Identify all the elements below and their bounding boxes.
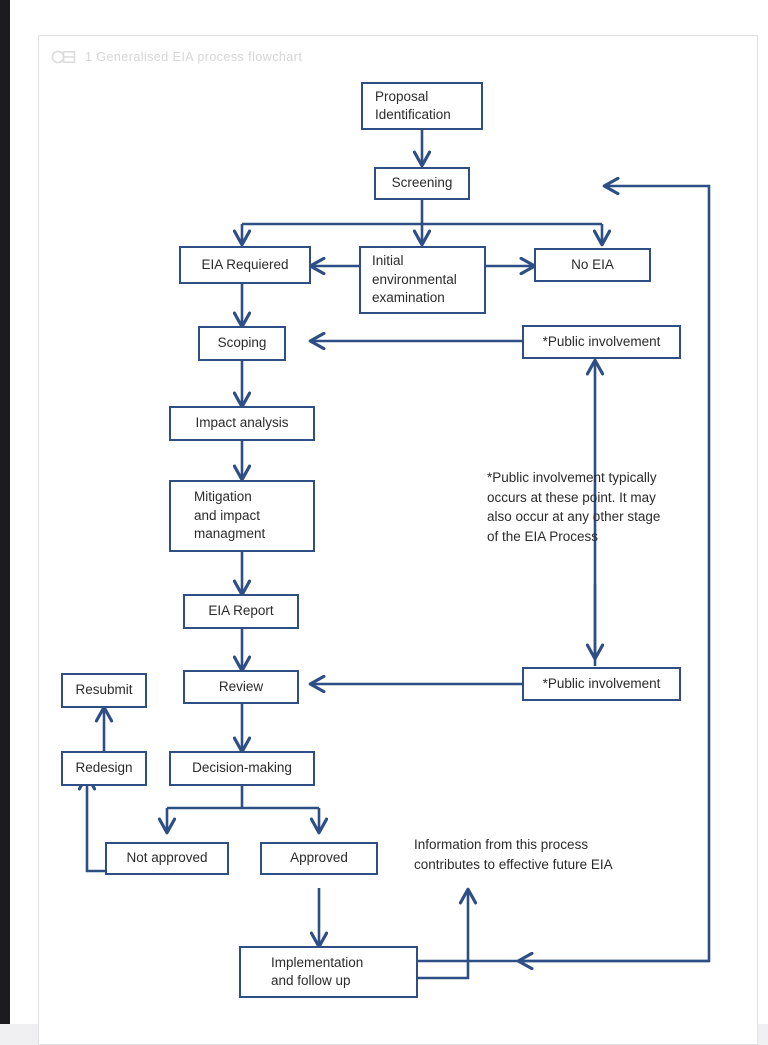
node-scoping[interactable]: Scoping — [198, 326, 286, 361]
node-not-approved[interactable]: Not approved — [105, 842, 229, 875]
annotation-public-involvement: *Public involvement typically occurs at … — [487, 470, 661, 544]
node-eia-report[interactable]: EIA Report — [183, 594, 299, 629]
figure-caption-text: 1 Generalised EIA process flowchart — [85, 50, 303, 64]
flowchart-canvas: Proposal Identification Screening EIA Re… — [39, 36, 757, 1044]
node-no-eia[interactable]: No EIA — [534, 248, 651, 282]
node-resubmit[interactable]: Resubmit — [61, 673, 147, 708]
node-public-involvement-scoping[interactable]: *Public involvement — [522, 325, 681, 359]
node-implementation-and-follow-up[interactable]: Implementation and follow up — [239, 946, 418, 998]
figure-caption: 1 Generalised EIA process flowchart — [51, 46, 302, 68]
node-mitigation-and-impact-management[interactable]: Mitigation and impact managment — [169, 480, 315, 552]
node-public-involvement-review[interactable]: *Public involvement — [522, 667, 681, 701]
figure-marker-icon — [51, 50, 77, 64]
node-impact-analysis[interactable]: Impact analysis — [169, 406, 315, 441]
node-review[interactable]: Review — [183, 670, 299, 704]
annotation-feedback-information: Information from this process contribute… — [414, 837, 613, 872]
node-approved[interactable]: Approved — [260, 842, 378, 875]
node-screening[interactable]: Screening — [374, 167, 470, 200]
node-decision-making[interactable]: Decision-making — [169, 751, 315, 786]
node-eia-required[interactable]: EIA Requiered — [179, 246, 311, 284]
figure-card: 1 Generalised EIA process flowchart — [38, 35, 758, 1045]
node-proposal-identification[interactable]: Proposal Identification — [361, 82, 483, 130]
document-page: 1 Generalised EIA process flowchart — [10, 0, 768, 1045]
node-redesign[interactable]: Redesign — [61, 751, 147, 786]
node-initial-environmental-examination[interactable]: Initial environmental examination — [359, 246, 486, 314]
